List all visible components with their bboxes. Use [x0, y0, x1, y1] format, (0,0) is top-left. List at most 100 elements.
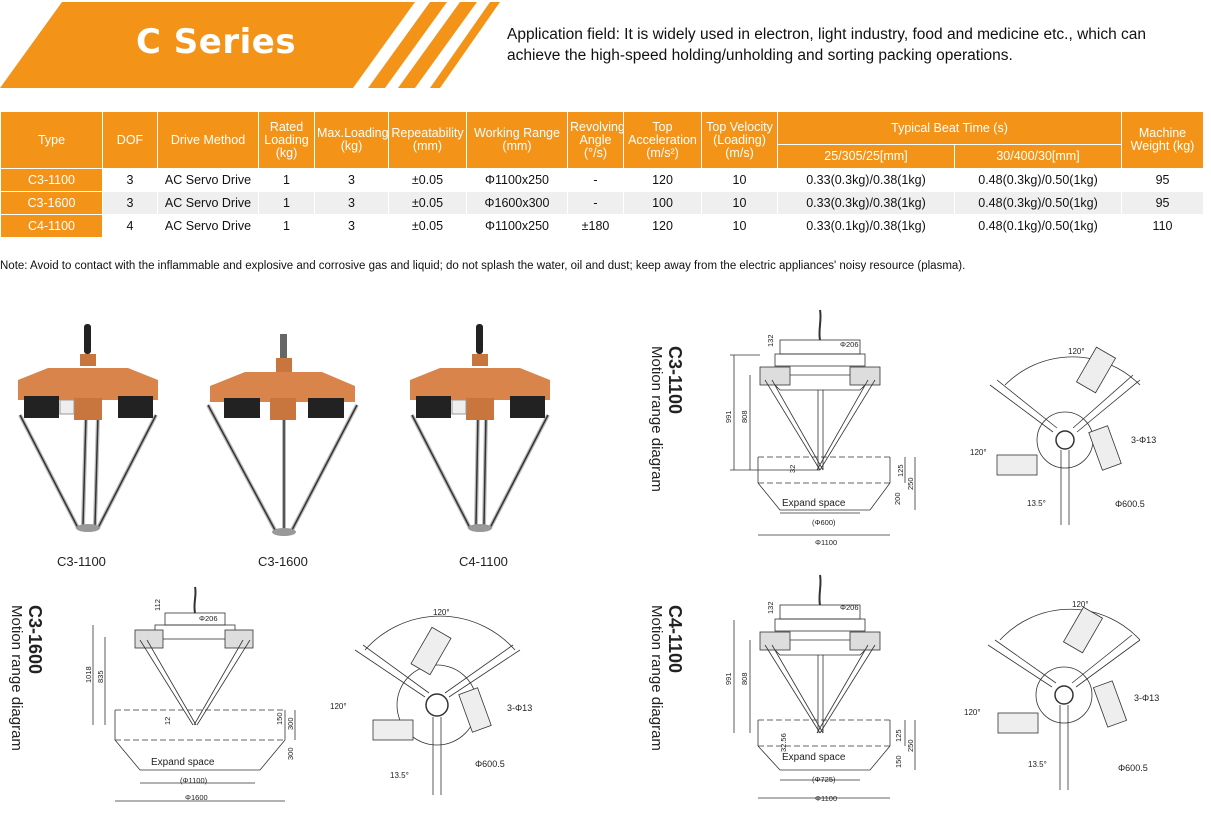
table-cell: 10 [701, 191, 778, 215]
plan-view-c3-1600: 120° 120° 3-Φ13 13.5° Φ600.5 [330, 608, 532, 795]
table-cell: 0.48(0.3kg)/0.50(1kg) [953, 191, 1123, 215]
side-view-c4-1100: 132 Φ206 991 808 32.56 125 250 150 Expan… [724, 574, 916, 803]
robot-label-c4-1100: C4-1100 [459, 554, 508, 569]
plan-offset: 13.5° [1027, 499, 1046, 508]
table-cell: ±0.05 [388, 214, 467, 238]
dim-h2: 835 [96, 670, 105, 683]
table-cell: 100 [623, 191, 702, 215]
plan-circle: Φ600.5 [1115, 499, 1145, 509]
dim-h1: 1018 [85, 666, 93, 683]
header-range: Working Range (mm) [466, 111, 568, 169]
header-drive: Drive Method [157, 111, 259, 169]
dim-r1: 150 [275, 712, 284, 725]
type-cell: C3-1100 [0, 168, 103, 192]
header-type: Type [0, 111, 103, 169]
table-cell: 3 [314, 191, 389, 215]
plan-angle-top: 120° [1068, 347, 1085, 356]
header-accel: Top Acceleration (m/s²) [623, 111, 702, 169]
robot-c3-1100-image [18, 324, 158, 532]
table-cell: 3 [102, 191, 158, 215]
dim-phi-top: Φ206 [199, 614, 218, 623]
table-cell: 120 [623, 214, 702, 238]
dim-expand: Expand space [782, 498, 846, 509]
diagram-title-c3-1100: C3-1100 Motion range diagram [647, 346, 685, 492]
plan-view-c4-1100: 120° 120° 3-Φ13 13.5° Φ600.5 [964, 600, 1159, 790]
dim-top: 112 [153, 599, 162, 611]
table-cell: 110 [1121, 214, 1205, 238]
dim-expand: Expand space [151, 757, 215, 768]
table-cell: Φ1100x250 [466, 214, 568, 238]
robot-c3-1600-image [206, 334, 359, 536]
header-repeat: Repeatability (mm) [388, 111, 467, 169]
plan-holes: 3-Φ13 [1131, 435, 1156, 445]
table-cell: 120 [623, 168, 702, 192]
table-cell: ±180 [567, 214, 624, 238]
table-cell: - [567, 168, 624, 192]
diagram-title-text: C4-1100 [665, 605, 685, 674]
table-cell: Φ1100x250 [466, 168, 568, 192]
plan-holes: 3-Φ13 [507, 703, 532, 713]
table-cell: 3 [102, 168, 158, 192]
table-cell: 10 [701, 168, 778, 192]
dim-r2: 250 [906, 477, 915, 490]
diagram-subtitle-text: Motion range diagram [648, 346, 665, 492]
dim-phi-outer: Φ1100 [815, 538, 837, 547]
table-cell: 1 [258, 214, 315, 238]
side-view-c3-1600: 112 Φ206 1018 835 12 150 300 300 Expand … [85, 586, 296, 802]
dim-h1: 991 [724, 410, 733, 423]
diagram-subtitle-text: Motion range diagram [8, 605, 25, 751]
plan-offset: 13.5° [390, 771, 409, 780]
table-cell: 3 [314, 168, 389, 192]
dim-expand: Expand space [782, 752, 846, 763]
header-angle: Revolving Angle (°/s) [567, 111, 625, 169]
safety-note: Note: Avoid to contact with the inflamma… [0, 260, 966, 272]
diagram-title-c3-1600: C3-1600 Motion range diagram [7, 605, 45, 751]
dim-phi-top: Φ206 [840, 340, 859, 349]
robot-label-c3-1600: C3-1600 [258, 554, 308, 569]
dim-top: 132 [766, 334, 775, 347]
dim-r3: 200 [893, 492, 902, 505]
dim-small: 12 [163, 717, 172, 725]
table-cell: Φ1600x300 [466, 191, 568, 215]
plan-circle: Φ600.5 [1118, 763, 1148, 773]
dim-r1: 125 [896, 464, 905, 477]
table-cell: 0.33(0.3kg)/0.38(1kg) [777, 168, 955, 192]
dim-h2: 808 [740, 672, 749, 685]
header-velocity: Top Velocity (Loading) (m/s) [701, 111, 778, 169]
diagram-title-text: C3-1100 [665, 346, 685, 415]
dim-r2: 250 [906, 739, 915, 752]
dim-phi-inner: (Φ725) [812, 775, 836, 784]
type-cell: C3-1600 [0, 191, 103, 215]
dim-h1: 991 [724, 672, 733, 685]
plan-offset: 13.5° [1028, 760, 1047, 769]
table-cell: 1 [258, 191, 315, 215]
dim-phi-inner: (Φ600) [812, 518, 836, 527]
series-banner [0, 2, 500, 88]
application-field-text: Application field: It is widely used in … [507, 26, 1146, 64]
table-cell: 10 [701, 214, 778, 238]
table-cell: 4 [102, 214, 158, 238]
series-title: C Series [136, 22, 297, 62]
table-cell: ±0.05 [388, 191, 467, 215]
dim-r3: 300 [286, 747, 295, 760]
table-cell: 1 [258, 168, 315, 192]
table-cell: 0.48(0.1kg)/0.50(1kg) [953, 214, 1123, 238]
header-weight: Machine Weight (kg) [1121, 111, 1205, 169]
dim-small: 32.56 [779, 733, 788, 752]
diagram-title-text: C3-1600 [25, 605, 45, 675]
table-cell: AC Servo Drive [157, 168, 259, 192]
plan-holes: 3-Φ13 [1134, 693, 1159, 703]
diagram-title-c4-1100: C4-1100 Motion range diagram [647, 605, 685, 751]
table-cell: AC Servo Drive [157, 214, 259, 238]
table-cell: 0.33(0.3kg)/0.38(1kg) [777, 191, 955, 215]
header-beat1: 25/305/25[mm] [777, 144, 955, 169]
plan-circle: Φ600.5 [475, 759, 505, 769]
plan-angle-left: 120° [964, 708, 981, 717]
dim-r2: 300 [286, 717, 295, 730]
dim-phi-outer: Φ1100 [815, 794, 837, 803]
dim-top: 132 [766, 601, 775, 614]
table-cell: AC Servo Drive [157, 191, 259, 215]
header-rated: Rated Loading (kg) [258, 111, 315, 169]
